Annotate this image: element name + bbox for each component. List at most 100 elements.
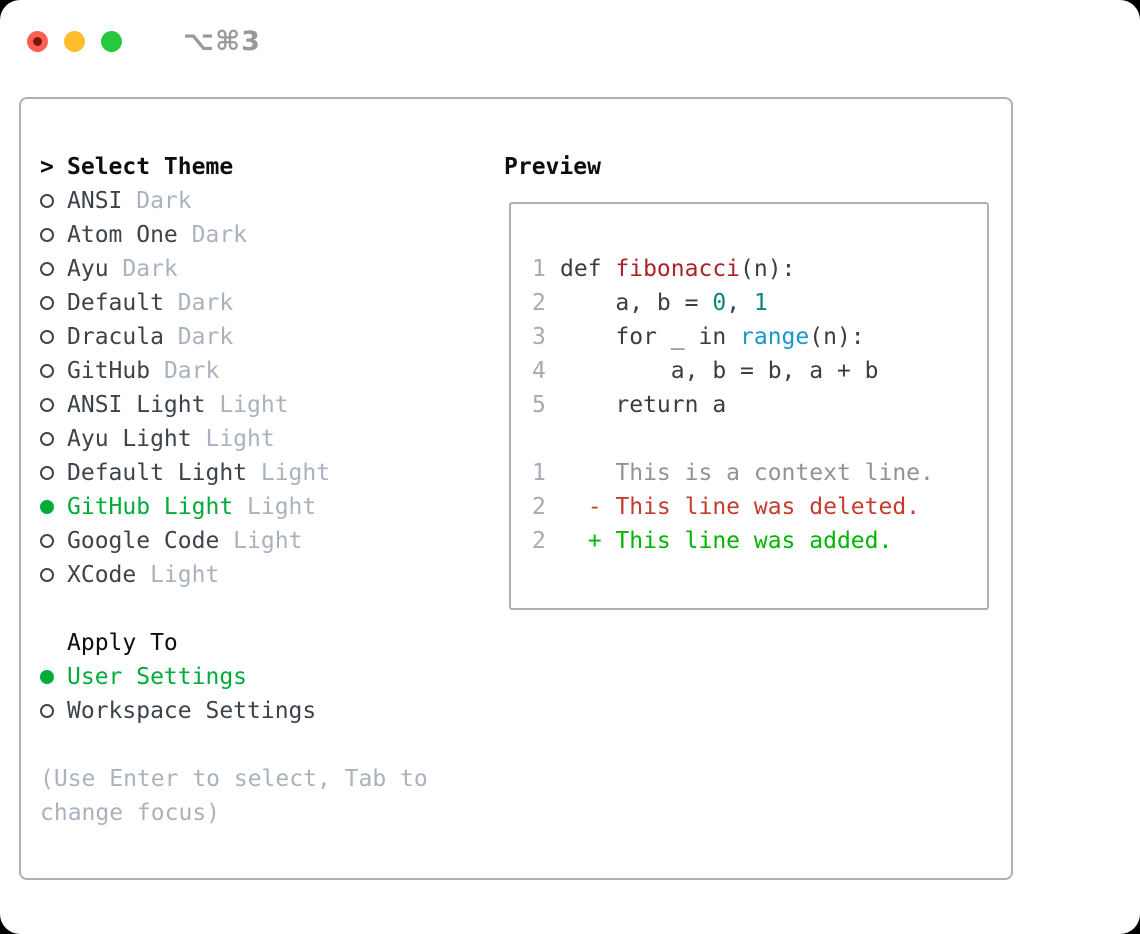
close-button[interactable]	[27, 31, 48, 52]
unsaved-dot-icon	[33, 37, 42, 46]
code-line: 1 def fibonacci(n):	[532, 252, 987, 286]
apply-option-user-settings[interactable]: User Settings	[40, 660, 428, 694]
apply-option-label: User Settings	[67, 664, 248, 690]
theme-name: ANSI	[67, 188, 123, 214]
theme-name: Default Light	[67, 460, 248, 486]
code-line: 2 - This line was deleted.	[532, 490, 987, 524]
spacer-row	[40, 592, 428, 626]
theme-name: XCode	[67, 562, 137, 588]
theme-list-item[interactable]: GitHub Dark	[40, 354, 428, 388]
theme-variant: Light	[205, 392, 289, 418]
theme-list-item[interactable]: Google Code Light	[40, 524, 428, 558]
radio-unselected-icon	[40, 704, 54, 718]
apply-option-workspace-settings[interactable]: Workspace Settings	[40, 694, 428, 728]
theme-variant: Dark	[150, 358, 220, 384]
line-content: + This line was added.	[560, 528, 893, 554]
code-line: 5 return a	[532, 388, 987, 422]
theme-variant: Dark	[163, 290, 234, 316]
theme-list-item[interactable]: Atom One Dark	[40, 218, 428, 252]
theme-list-item[interactable]: GitHub Light Light	[40, 490, 428, 524]
line-number: 1	[532, 256, 546, 282]
theme-name: Dracula	[67, 324, 164, 350]
line-content: a, b = 0, 1	[560, 290, 768, 316]
theme-name: Atom One	[67, 222, 178, 248]
spacer-row	[40, 728, 428, 762]
radio-selected-icon	[40, 670, 54, 684]
radio-icon	[40, 466, 54, 480]
hint-text-line1: (Use Enter to select, Tab to	[40, 766, 428, 792]
line-content: for _ in range(n):	[560, 324, 865, 350]
radio-icon	[40, 364, 54, 378]
radio-icon	[40, 432, 54, 446]
theme-list-item[interactable]: Ayu Dark	[40, 252, 428, 286]
theme-list-item[interactable]: Default Light Light	[40, 456, 428, 490]
minimize-button[interactable]	[64, 31, 85, 52]
hint-text-line2: change focus)	[40, 800, 221, 826]
line-content: def fibonacci(n):	[560, 256, 796, 282]
menu-title-row: > Select Theme	[40, 150, 428, 184]
theme-variant: Dark	[163, 324, 234, 350]
theme-name: Ayu Light	[67, 426, 192, 452]
theme-list-item[interactable]: ANSI Dark	[40, 184, 428, 218]
apply-to-title: Apply To	[67, 630, 178, 656]
line-number: 4	[532, 358, 546, 384]
apply-to-header-row: Apply To	[40, 626, 428, 660]
line-content: This is a context line.	[560, 460, 934, 486]
line-content: return a	[560, 392, 727, 418]
theme-list-item[interactable]: Dracula Dark	[40, 320, 428, 354]
code-line: 2 + This line was added.	[532, 524, 987, 558]
theme-name: Google Code	[67, 528, 220, 554]
preview-code-box: 1 def fibonacci(n): 2 a, b = 0, 1 3 for …	[509, 202, 989, 610]
line-number: 2	[532, 528, 546, 554]
radio-icon	[40, 296, 54, 310]
theme-variant: Light	[136, 562, 220, 588]
theme-list: ANSI Dark Atom One Dark Ayu Dark Default…	[40, 184, 428, 592]
line-number: 3	[532, 324, 546, 350]
apply-option-label: Workspace Settings	[67, 698, 317, 724]
code-line: 2 a, b = 0, 1	[532, 286, 987, 320]
line-content: - This line was deleted.	[560, 494, 921, 520]
radio-icon	[40, 228, 54, 242]
code-line	[532, 422, 987, 456]
window-shortcut-label: ⌥⌘3	[183, 26, 261, 57]
line-number: 2	[532, 494, 546, 520]
theme-name: Default	[67, 290, 164, 316]
radio-icon	[40, 262, 54, 276]
radio-icon	[40, 330, 54, 344]
window-titlebar: ⌥⌘3	[27, 26, 261, 57]
zoom-button[interactable]	[101, 31, 122, 52]
radio-icon	[40, 568, 54, 582]
radio-icon	[40, 194, 54, 208]
line-number: 5	[532, 392, 546, 418]
line-content: a, b = b, a + b	[560, 358, 879, 384]
radio-icon	[40, 534, 54, 548]
theme-variant: Dark	[108, 256, 178, 282]
theme-variant: Light	[233, 494, 317, 520]
line-number: 1	[532, 460, 546, 486]
radio-icon	[40, 500, 54, 514]
theme-variant: Light	[219, 528, 303, 554]
prompt-icon: >	[40, 154, 54, 180]
line-number: 2	[532, 290, 546, 316]
theme-list-item[interactable]: Default Dark	[40, 286, 428, 320]
theme-picker-panel: > Select Theme ANSI Dark Atom One Dark A…	[19, 97, 1013, 880]
theme-variant: Light	[191, 426, 275, 452]
theme-list-item[interactable]: Ayu Light Light	[40, 422, 428, 456]
theme-list-item[interactable]: XCode Light	[40, 558, 428, 592]
preview-title: Preview	[504, 154, 601, 180]
theme-variant: Dark	[177, 222, 248, 248]
theme-list-item[interactable]: ANSI Light Light	[40, 388, 428, 422]
theme-name: GitHub	[67, 358, 151, 384]
code-line: 1 This is a context line.	[532, 456, 987, 490]
code-line: 3 for _ in range(n):	[532, 320, 987, 354]
code-line: 4 a, b = b, a + b	[532, 354, 987, 388]
theme-variant: Dark	[122, 188, 192, 214]
line-number	[532, 422, 560, 456]
theme-menu: > Select Theme ANSI Dark Atom One Dark A…	[40, 150, 428, 830]
radio-icon	[40, 398, 54, 412]
theme-name: ANSI Light	[67, 392, 206, 418]
theme-name: GitHub Light	[67, 494, 234, 520]
menu-title: Select Theme	[67, 154, 234, 180]
theme-name: Ayu	[67, 256, 109, 282]
